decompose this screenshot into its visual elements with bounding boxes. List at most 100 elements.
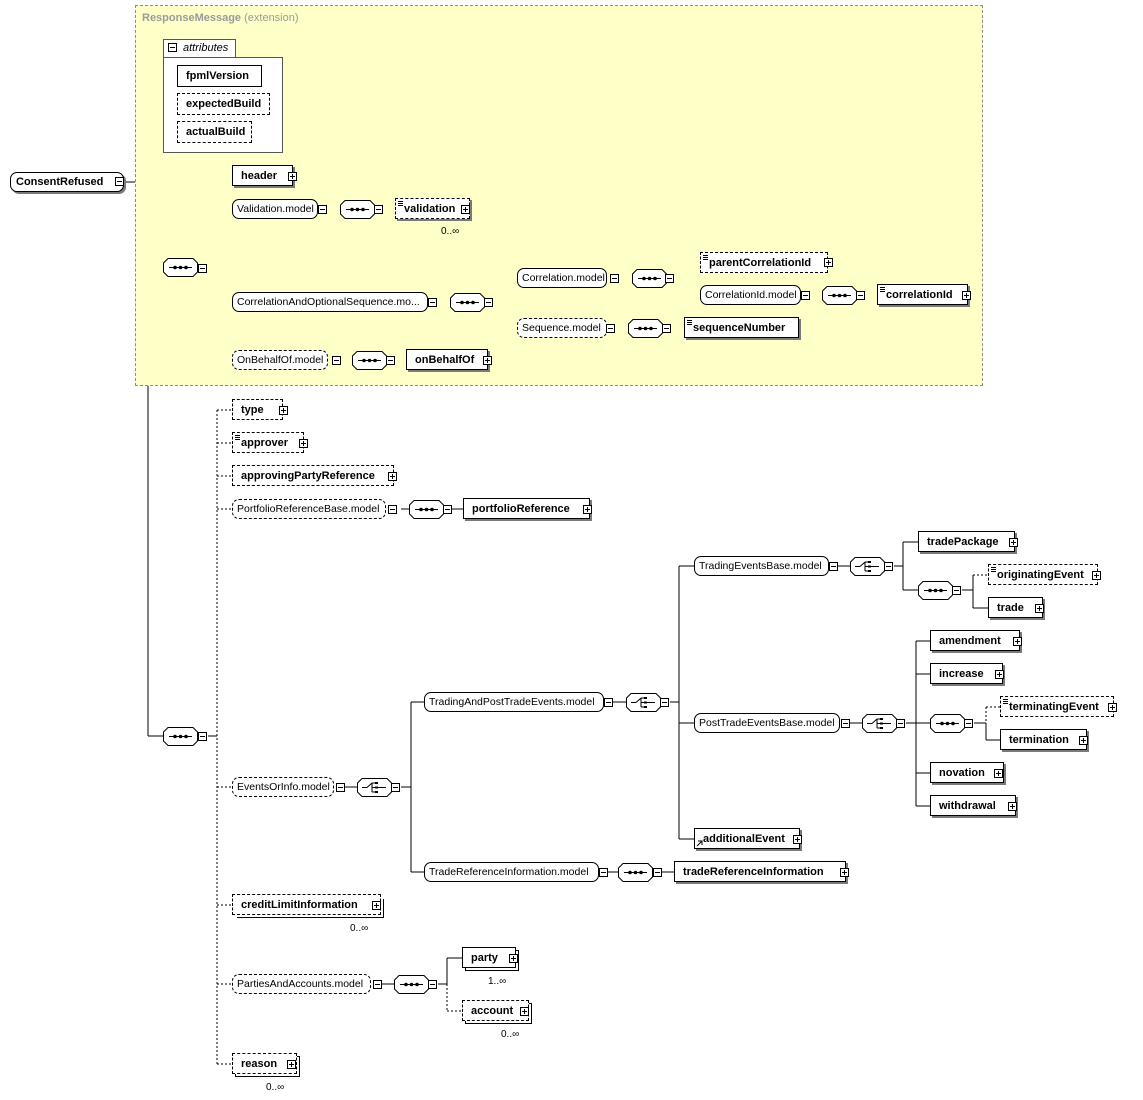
element-tradereferenceinformation[interactable]: tradeReferenceInformation bbox=[674, 861, 846, 882]
collapse-icon[interactable] bbox=[660, 698, 669, 707]
collapse-icon[interactable] bbox=[599, 868, 608, 877]
collapse-icon[interactable] bbox=[428, 298, 437, 307]
collapse-icon[interactable] bbox=[198, 732, 207, 741]
expand-icon[interactable] bbox=[840, 868, 849, 877]
element-portfolioreference[interactable]: portfolioReference bbox=[463, 498, 590, 519]
collapse-icon[interactable] bbox=[386, 356, 395, 365]
expand-icon[interactable] bbox=[1092, 571, 1101, 580]
model-tradereferenceinformation[interactable]: TradeReferenceInformation.model bbox=[424, 862, 599, 882]
collapse-icon[interactable] bbox=[332, 356, 341, 365]
expand-icon[interactable] bbox=[461, 205, 470, 214]
collapse-icon[interactable] bbox=[841, 719, 850, 728]
element-type[interactable]: type bbox=[232, 399, 283, 420]
element-amendment[interactable]: amendment bbox=[930, 630, 1020, 651]
attribute-actualbuild[interactable]: actualBuild bbox=[177, 121, 252, 143]
element-header[interactable]: header bbox=[232, 165, 293, 186]
collapse-icon[interactable] bbox=[952, 586, 961, 595]
collapse-icon[interactable] bbox=[610, 274, 619, 283]
collapse-icon[interactable] bbox=[443, 505, 452, 514]
expand-icon[interactable] bbox=[288, 172, 297, 181]
element-reason[interactable]: reason bbox=[232, 1053, 297, 1074]
model-correlation[interactable]: Correlation.model bbox=[517, 268, 607, 288]
element-validation[interactable]: validation bbox=[395, 198, 470, 219]
expand-icon[interactable] bbox=[1035, 604, 1044, 613]
element-terminatingevent[interactable]: terminatingEvent bbox=[1000, 696, 1114, 717]
collapse-icon[interactable] bbox=[374, 205, 383, 214]
collapse-icon[interactable] bbox=[168, 43, 177, 52]
element-increase[interactable]: increase bbox=[930, 663, 1003, 684]
attribute-expectedbuild[interactable]: expectedBuild bbox=[177, 93, 270, 115]
choice-compositor-icon bbox=[357, 778, 392, 797]
element-novation[interactable]: novation bbox=[930, 762, 1004, 783]
collapse-icon[interactable] bbox=[606, 324, 615, 333]
collapse-icon[interactable] bbox=[662, 324, 671, 333]
element-approvingpartyreference[interactable]: approvingPartyReference bbox=[232, 465, 394, 486]
model-correlationid[interactable]: CorrelationId.model bbox=[700, 285, 801, 305]
collapse-icon[interactable] bbox=[653, 868, 662, 877]
element-sequencenumber[interactable]: sequenceNumber bbox=[684, 317, 799, 338]
collapse-icon[interactable] bbox=[373, 980, 382, 989]
extension-title: ResponseMessage (extension) bbox=[142, 12, 299, 24]
expand-icon[interactable] bbox=[1013, 637, 1022, 646]
model-validation[interactable]: Validation.model bbox=[232, 199, 318, 219]
collapse-icon[interactable] bbox=[198, 264, 207, 273]
collapse-icon[interactable] bbox=[336, 783, 345, 792]
model-partiesandaccounts[interactable]: PartiesAndAccounts.model bbox=[232, 974, 371, 994]
collapse-icon[interactable] bbox=[318, 205, 327, 214]
expand-icon[interactable] bbox=[287, 1060, 296, 1069]
expand-icon[interactable] bbox=[520, 1007, 529, 1016]
expand-icon[interactable] bbox=[1008, 802, 1017, 811]
collapse-icon[interactable] bbox=[604, 698, 613, 707]
expand-icon[interactable] bbox=[1079, 736, 1088, 745]
expand-icon[interactable] bbox=[509, 954, 518, 963]
expand-icon[interactable] bbox=[995, 670, 1004, 679]
collapse-icon[interactable] bbox=[964, 719, 973, 728]
collapse-icon[interactable] bbox=[665, 274, 674, 283]
element-account[interactable]: account bbox=[462, 1000, 529, 1021]
expand-icon[interactable] bbox=[279, 406, 288, 415]
expand-icon[interactable] bbox=[1009, 538, 1018, 547]
attributes-tab[interactable]: attributes bbox=[163, 39, 236, 58]
element-originatingevent[interactable]: originatingEvent bbox=[988, 564, 1098, 585]
collapse-icon[interactable] bbox=[801, 291, 810, 300]
expand-icon[interactable] bbox=[962, 291, 971, 300]
expand-icon[interactable] bbox=[388, 472, 397, 481]
expand-icon[interactable] bbox=[299, 439, 308, 448]
expand-icon[interactable] bbox=[994, 769, 1003, 778]
attribute-fpmlversion[interactable]: fpmlVersion bbox=[177, 65, 262, 87]
element-creditlimitinformation[interactable]: creditLimitInformation bbox=[232, 894, 381, 915]
expand-icon[interactable] bbox=[824, 258, 833, 267]
element-parentcorrelationid[interactable]: parentCorrelationId bbox=[700, 252, 828, 273]
element-correlationid[interactable]: correlationId bbox=[877, 284, 968, 305]
element-party[interactable]: party bbox=[462, 947, 516, 968]
collapse-icon[interactable] bbox=[484, 298, 493, 307]
collapse-icon[interactable] bbox=[428, 980, 437, 989]
element-termination[interactable]: termination bbox=[1000, 729, 1087, 750]
expand-icon[interactable] bbox=[372, 901, 381, 910]
collapse-icon[interactable] bbox=[391, 783, 400, 792]
element-tradepackage[interactable]: tradePackage bbox=[918, 531, 1015, 552]
collapse-icon[interactable] bbox=[896, 719, 905, 728]
collapse-icon[interactable] bbox=[115, 177, 124, 186]
collapse-icon[interactable] bbox=[829, 562, 838, 571]
element-withdrawal[interactable]: withdrawal bbox=[930, 795, 1016, 816]
expand-icon[interactable] bbox=[583, 505, 592, 514]
expand-icon[interactable] bbox=[1108, 703, 1117, 712]
model-tradingeventsbase[interactable]: TradingEventsBase.model bbox=[694, 556, 829, 576]
model-eventsorinfo[interactable]: EventsOrInfo.model bbox=[232, 777, 334, 797]
root-element-consentrefused[interactable]: ConsentRefused bbox=[10, 172, 124, 192]
model-onbehalfof[interactable]: OnBehalfOf.model bbox=[232, 350, 328, 370]
element-approver[interactable]: approver bbox=[232, 432, 304, 453]
model-sequence[interactable]: Sequence.model bbox=[517, 318, 607, 338]
expand-icon[interactable] bbox=[793, 835, 802, 844]
element-onbehalfof[interactable]: onBehalfOf bbox=[406, 349, 488, 370]
model-posttradeeventsbase[interactable]: PostTradeEventsBase.model bbox=[694, 713, 840, 733]
collapse-icon[interactable] bbox=[856, 291, 865, 300]
model-correlation-and-optional-sequence[interactable]: CorrelationAndOptionalSequence.mo... bbox=[232, 292, 428, 312]
element-additionalevent[interactable]: additionalEvent bbox=[694, 828, 800, 849]
model-tradingandposttradeevents[interactable]: TradingAndPostTradeEvents.model bbox=[424, 692, 604, 712]
expand-icon[interactable] bbox=[483, 356, 492, 365]
collapse-icon[interactable] bbox=[884, 562, 893, 571]
model-portfolioreferencebase[interactable]: PortfolioReferenceBase.model bbox=[232, 499, 386, 519]
collapse-icon[interactable] bbox=[388, 505, 397, 514]
